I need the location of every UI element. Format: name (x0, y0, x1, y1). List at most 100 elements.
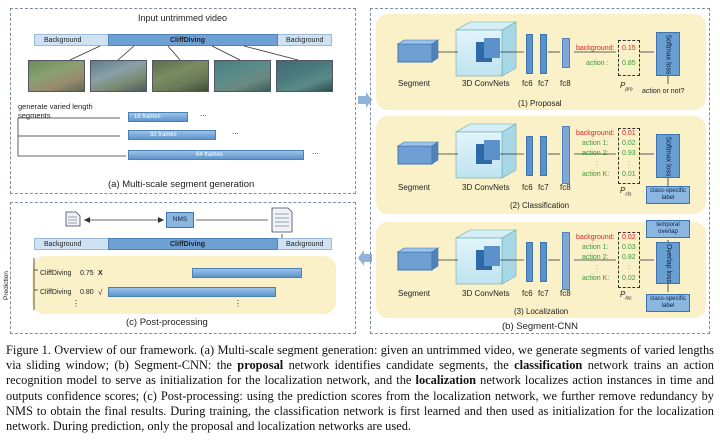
fc7-label: fc7 (538, 183, 549, 192)
prediction-axis (33, 258, 38, 310)
vertical-ellipsis: ⋮ (234, 299, 242, 308)
fc6-label: fc6 (522, 289, 533, 298)
net-label: 3D ConvNets (462, 289, 510, 298)
panel-a (10, 8, 356, 194)
figure-caption: Figure 1. Overview of our framework. (a)… (6, 343, 714, 434)
segment-label: Segment (398, 183, 431, 192)
score-value: 0.02 (622, 275, 636, 282)
localization-score-box (618, 232, 640, 288)
stage-caption: (3) Localization (514, 307, 569, 316)
fc7-label: fc7 (538, 79, 549, 88)
score-value: 0.93 (622, 150, 636, 157)
timeline-connectors (17, 45, 299, 157)
panel-c-caption: (c) Post-processing (126, 317, 208, 328)
panel-c (10, 202, 356, 334)
panel-b (370, 8, 710, 334)
prediction-label: CliffDiving (40, 270, 72, 277)
fc6-layer (526, 136, 533, 176)
segment-label: Segment (398, 79, 431, 88)
fc6-label: fc6 (522, 183, 533, 192)
score-value: : (628, 264, 630, 271)
fc6-layer (526, 242, 533, 282)
net-label: 3D ConvNets (462, 183, 510, 192)
fc7-layer (540, 34, 547, 74)
segment-64-frames (128, 150, 304, 160)
timeline-label-bg-left: Background (44, 241, 82, 248)
fc7-layer (540, 136, 547, 176)
segment-label: Segment (398, 289, 431, 298)
score-label: : (596, 160, 598, 167)
timeline-label-bg-left: Background (44, 37, 82, 44)
score-value: : (628, 160, 630, 167)
fc8-layer (562, 232, 570, 290)
score-label: action K: (582, 171, 610, 178)
generate-segments-label: generate varied length segments (18, 102, 93, 120)
classification-score-box (618, 128, 640, 184)
prediction-score: 0.80 (80, 289, 94, 296)
panel-a-caption: (a) Multi-scale segment generation (108, 179, 255, 190)
video-timeline-action (108, 34, 278, 46)
fc8-layer (562, 38, 570, 68)
stage-caption: (1) Proposal (518, 99, 562, 108)
action-or-not-label: action or not? (642, 88, 685, 95)
score-value: 0.02 (622, 234, 636, 241)
video-frame-thumbnail (276, 60, 333, 92)
nms-box: NMS (166, 212, 194, 228)
fc8-layer (562, 126, 570, 184)
score-value: 0.01 (622, 171, 636, 178)
class-specific-label-box: class-specific label (646, 186, 690, 204)
score-label: background: (576, 45, 615, 52)
post-processing-flow (65, 207, 293, 240)
prediction-mark: √ (98, 288, 103, 297)
score-label: action K: (582, 275, 610, 282)
stage-network-drawings (397, 21, 669, 292)
score-value: 0.15 (622, 45, 636, 52)
timeline-label-action: CliffDiving (170, 241, 205, 248)
score-label: action 2: (582, 150, 609, 157)
fc7-layer (540, 242, 547, 282)
score-value: 0.85 (622, 60, 636, 67)
fc8-label: fc8 (560, 79, 571, 88)
panel-arrows (358, 92, 372, 266)
score-value: 0.02 (622, 140, 636, 147)
fc6-label: fc6 (522, 79, 533, 88)
proposal-score-box (618, 40, 640, 76)
stage-caption: (2) Classification (510, 201, 570, 210)
score-label: action 1: (582, 244, 609, 251)
fc6-layer (526, 34, 533, 74)
panel-b-caption: (b) Segment-CNN (502, 321, 579, 332)
segment-64-frames-label: 64 frames (196, 152, 223, 158)
segment-16-frames (128, 112, 188, 122)
fc7-label: fc7 (538, 289, 549, 298)
result-timeline-action (108, 238, 278, 250)
softmax-loss-box: Softmax loss (656, 134, 680, 178)
score-value: 0.01 (622, 130, 636, 137)
prediction-label: CliffDiving (40, 289, 72, 296)
prediction-area (32, 256, 336, 314)
score-label: action 1: (582, 140, 609, 147)
score-value: 0.82 (622, 254, 636, 261)
prediction-segment (108, 287, 276, 297)
segment-16-frames-label: 16 frames (134, 114, 161, 120)
score-label: background: (576, 234, 615, 241)
ellipsis: ... (232, 127, 239, 136)
fc8-label: fc8 (560, 183, 571, 192)
score-label: : (596, 264, 598, 271)
score-label: action : (586, 60, 609, 67)
timeline-label-bg-right: Background (286, 37, 324, 44)
ellipsis: ... (200, 109, 207, 118)
segment-32-frames-label: 32 frames (150, 132, 177, 138)
fc8-label: fc8 (560, 289, 571, 298)
p-label: Pcls (620, 186, 632, 198)
overlap-loss-box: Overlap loss (656, 242, 680, 284)
temporal-overlap-box: temporal overlap (646, 220, 690, 238)
video-frame-thumbnail (28, 60, 85, 92)
video-frame-thumbnail (214, 60, 271, 92)
timeline-label-bg-right: Background (286, 241, 324, 248)
softmax-loss-box: Softmax loss (656, 32, 680, 76)
class-specific-label-box: class-specific label (646, 294, 690, 312)
vertical-ellipsis: ⋮ (72, 299, 80, 308)
score-label: background: (576, 130, 615, 137)
prediction-segment (192, 268, 302, 278)
segment-32-frames (128, 130, 216, 140)
